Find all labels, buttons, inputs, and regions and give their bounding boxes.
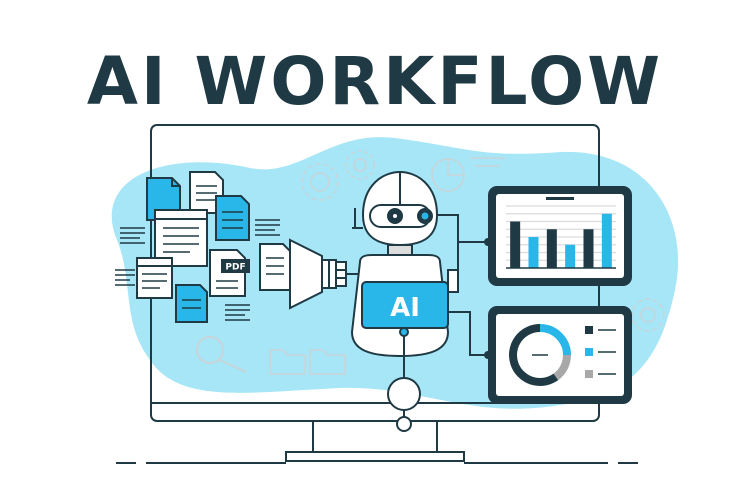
- robot-body: [350, 254, 450, 358]
- browser-window-icon: [154, 209, 208, 267]
- document-icon: [175, 284, 208, 323]
- pdf-label: PDF: [225, 263, 245, 273]
- funnel-intake: [289, 238, 337, 310]
- robot-pedestal: [387, 377, 421, 432]
- document-icon: [189, 171, 224, 214]
- donut-chart-panel: [488, 306, 632, 404]
- page-title: AI WORKFLOW: [86, 43, 664, 120]
- robot-right-arm: [447, 269, 459, 293]
- bar-chart-bars: [510, 213, 612, 268]
- robot-chest-label: AI: [390, 293, 420, 323]
- pie-outline-icon: [431, 157, 505, 192]
- monitor-base: [285, 451, 465, 462]
- pdf-document-icon: [209, 249, 250, 297]
- legend-swatch: [585, 348, 593, 356]
- donut-chart-legend: [585, 326, 616, 378]
- bar-mark: [601, 213, 612, 268]
- donut-slice: [553, 354, 571, 381]
- bar-chart-grid: [506, 205, 616, 261]
- donut-slice: [509, 324, 559, 386]
- document-icon: [215, 195, 250, 241]
- bar-mark: [528, 237, 539, 268]
- bar-mark: [583, 229, 594, 268]
- documents-cluster: [136, 171, 291, 323]
- bar-mark: [546, 229, 557, 268]
- robot-neck: [387, 244, 413, 256]
- magnifier-icon: [196, 336, 247, 373]
- browser-window-icon: [136, 257, 173, 299]
- robot-head: [352, 170, 439, 247]
- legend-swatch: [585, 326, 593, 334]
- folder-icon: [269, 349, 346, 375]
- bar-mark: [565, 244, 576, 268]
- document-icon: [259, 243, 291, 291]
- donut-slice: [539, 324, 571, 356]
- bar-chart-header-bar: [546, 197, 574, 200]
- legend-swatch: [585, 370, 593, 378]
- bar-chart-panel: [488, 186, 632, 286]
- gear-icon: [301, 150, 375, 201]
- text-lines-decor: [115, 219, 280, 321]
- bar-mark: [510, 221, 521, 268]
- donut-chart-slices: [509, 324, 571, 386]
